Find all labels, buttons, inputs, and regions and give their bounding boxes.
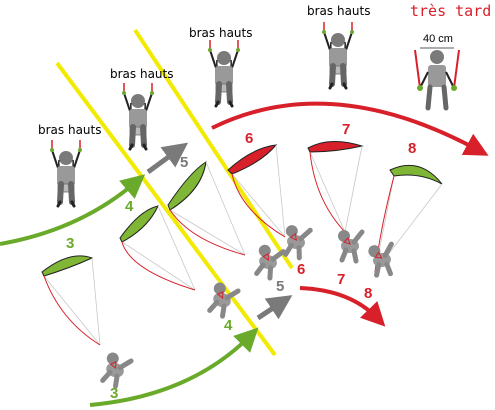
label-tres-tard: très tard xyxy=(410,2,491,20)
kite-step-5 xyxy=(167,161,284,280)
step-4-kite-number: 4 xyxy=(125,198,134,215)
kite-step-6 xyxy=(227,144,311,259)
step-7-pilot-number: 7 xyxy=(337,271,345,288)
pilot-figure-1 xyxy=(50,140,82,206)
red-arrow-upper xyxy=(211,101,489,156)
label-bras-hauts-4: bras hauts xyxy=(307,4,371,18)
pilot-figure-4 xyxy=(322,22,354,88)
label-bras-hauts-3: bras hauts xyxy=(189,26,253,40)
pilot-figure-3 xyxy=(208,40,240,106)
step-4-pilot-number: 4 xyxy=(224,317,233,334)
step-6-kite-number: 6 xyxy=(245,130,253,147)
step-7-kite-number: 7 xyxy=(342,121,350,138)
label-bras-hauts-1: bras hauts xyxy=(38,123,102,137)
green-arrow-lower xyxy=(89,327,259,407)
kite-step-3 xyxy=(41,255,132,388)
grey-arrow-upper xyxy=(146,142,189,175)
harness-detail-figure xyxy=(414,47,460,111)
label-bras-hauts-2: bras hauts xyxy=(110,67,174,81)
label-40-cm: 40 cm xyxy=(423,33,453,45)
step-5-pilot-number: 5 xyxy=(276,278,284,295)
green-arrow-upper xyxy=(0,174,146,246)
step-6-pilot-number: 6 xyxy=(297,261,305,278)
kite-step-8 xyxy=(367,164,443,277)
step-8-kite-number: 8 xyxy=(408,140,416,157)
kite-step-4 xyxy=(119,205,239,318)
red-arrow-lower xyxy=(299,286,386,327)
yellow-guide-line-1 xyxy=(55,61,277,357)
step-5-kite-number: 5 xyxy=(180,154,188,171)
step-8-pilot-number: 8 xyxy=(364,285,372,302)
yellow-guide-line-2 xyxy=(133,28,294,270)
step-3-kite-number: 3 xyxy=(66,235,74,252)
step-3-pilot-number: 3 xyxy=(110,385,118,402)
kite-step-7 xyxy=(307,141,362,261)
grey-arrow-lower xyxy=(256,295,293,321)
pilot-figure-2 xyxy=(122,83,154,149)
